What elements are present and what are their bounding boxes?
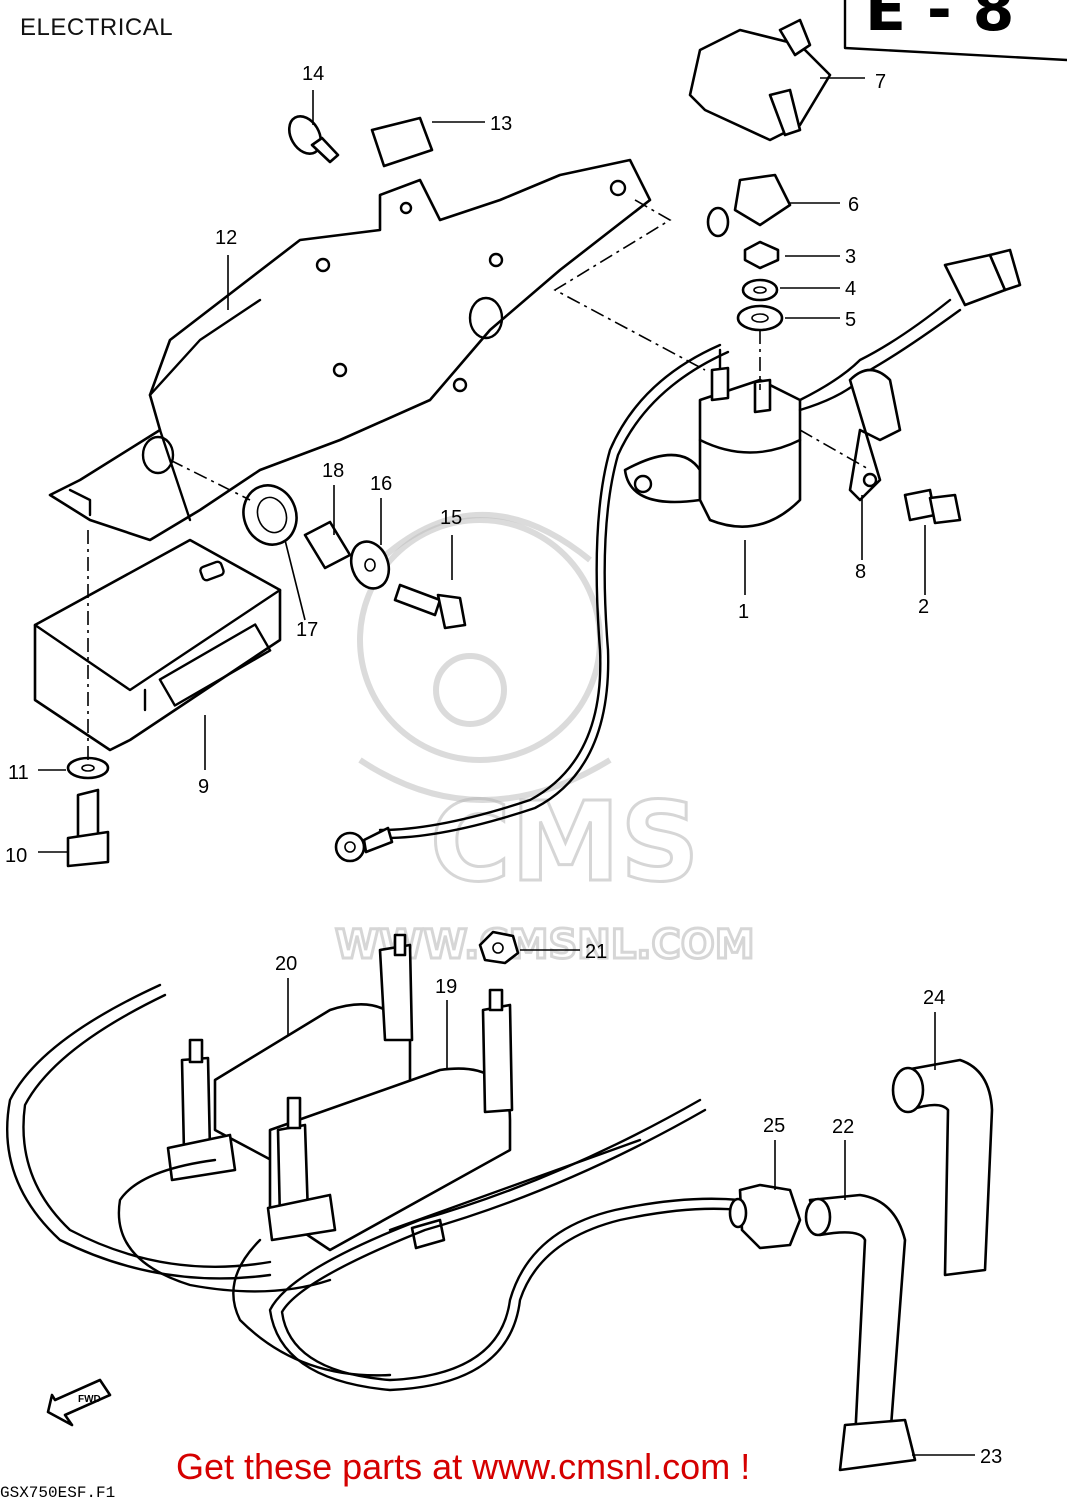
watermark-brand: CMS (430, 778, 699, 906)
watermark: CMS WWW.CMSNL.COM (334, 512, 756, 970)
leader-lines (38, 77, 975, 1456)
callout-9: 9 (198, 776, 209, 798)
callout-4: 4 (845, 278, 856, 300)
bolt-2 (903, 488, 962, 525)
fwd-arrow: FWD (46, 1378, 112, 1427)
bolt-10 (66, 788, 110, 868)
callout-labels: 1 2 3 4 5 6 7 8 9 10 11 12 13 14 15 16 1… (5, 63, 1002, 1468)
alignment-lines (87, 199, 871, 760)
collar-18 (303, 520, 352, 570)
callout-6: 6 (848, 194, 859, 216)
callout-19: 19 (435, 976, 457, 998)
bracket-12 (48, 158, 652, 542)
regulator-9 (33, 538, 282, 752)
callout-16: 16 (370, 473, 392, 495)
washer-16 (349, 540, 391, 590)
callout-23: 23 (980, 1446, 1002, 1468)
callout-14: 14 (302, 63, 324, 85)
plug-cap-22 (804, 1193, 907, 1442)
footer-link[interactable]: Get these parts at www.cmsnl.com ! (176, 1446, 751, 1487)
callout-7: 7 (875, 71, 886, 93)
callout-10: 10 (5, 845, 27, 867)
callout-2: 2 (918, 596, 929, 618)
section-badge: E - 8 (843, 0, 1067, 62)
nut-21 (478, 930, 520, 965)
bulb-14 (287, 115, 340, 164)
callout-25: 25 (763, 1115, 785, 1137)
starter-relay-1 (623, 348, 802, 528)
callout-22: 22 (832, 1116, 854, 1138)
nut-3 (743, 240, 780, 270)
clamp-8 (848, 368, 902, 502)
callout-1: 1 (738, 601, 749, 623)
washer-11 (66, 756, 110, 780)
grommet-17 (242, 484, 298, 546)
cover-7 (688, 18, 832, 142)
cap-13 (370, 116, 434, 168)
callout-20: 20 (275, 953, 297, 975)
callout-5: 5 (845, 309, 856, 331)
callout-24: 24 (923, 987, 945, 1009)
section-badge-text: E - 8 (865, 0, 1014, 45)
washer-4 (741, 278, 779, 302)
callout-17: 17 (296, 619, 318, 641)
callout-18: 18 (322, 460, 344, 482)
harness (798, 248, 1022, 412)
model-code: GSX750ESF.F1 (0, 1484, 116, 1502)
callout-8: 8 (855, 561, 866, 583)
callout-3: 3 (845, 246, 856, 268)
plug-cap-24 (891, 1058, 994, 1277)
callout-11: 11 (8, 762, 29, 784)
ignition-coil-19 (266, 988, 514, 1252)
seal-23 (838, 1418, 917, 1472)
bolt-15 (393, 583, 467, 630)
boot-6 (706, 173, 792, 238)
ht-leads (6, 983, 742, 1392)
callout-13: 13 (490, 113, 512, 135)
ground-cable (334, 343, 730, 863)
callout-15: 15 (440, 507, 462, 529)
fwd-arrow-label: FWD (78, 1394, 101, 1405)
lug-5 (736, 304, 784, 332)
page-title: ELECTRICAL (20, 14, 174, 41)
callout-21: 21 (585, 941, 607, 963)
callout-12: 12 (215, 227, 237, 249)
boot-25 (728, 1183, 802, 1250)
